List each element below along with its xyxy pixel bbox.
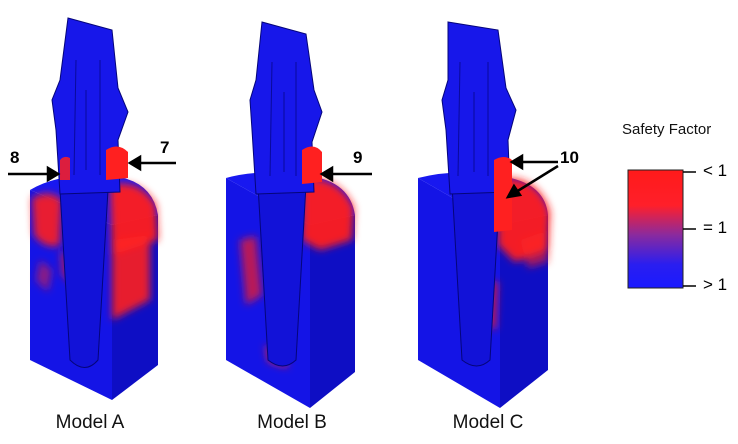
model-label-a: Model A (55, 412, 125, 433)
legend-tick-label-mid: = 1 (703, 218, 728, 237)
model-b-collar-stress (302, 146, 322, 184)
model-a-collar-stress (106, 146, 128, 180)
legend-title: Safety Factor (622, 121, 712, 138)
legend-tick-label-low: < 1 (703, 161, 728, 180)
callout-label-8: 8 (10, 148, 20, 167)
model-c-collar-stress (494, 157, 512, 232)
legend-tick-label-high: > 1 (703, 275, 728, 294)
callout-label-7: 7 (160, 138, 170, 157)
model-a-render (30, 17, 158, 400)
legend (627, 169, 696, 289)
callout-label-9: 9 (353, 148, 363, 167)
callout-label-10: 10 (560, 148, 579, 167)
model-b-block-side (310, 215, 355, 408)
model-label-c: Model C (452, 412, 524, 433)
model-b-implant-core (257, 184, 307, 367)
model-c-render (418, 21, 550, 408)
model-c-implant-core (451, 184, 501, 367)
model-b-render (226, 21, 355, 408)
model-label-b: Model B (257, 412, 327, 433)
callout-arrows (8, 153, 559, 199)
legend-color-bar (627, 169, 684, 289)
model-a-implant-core (59, 189, 109, 368)
